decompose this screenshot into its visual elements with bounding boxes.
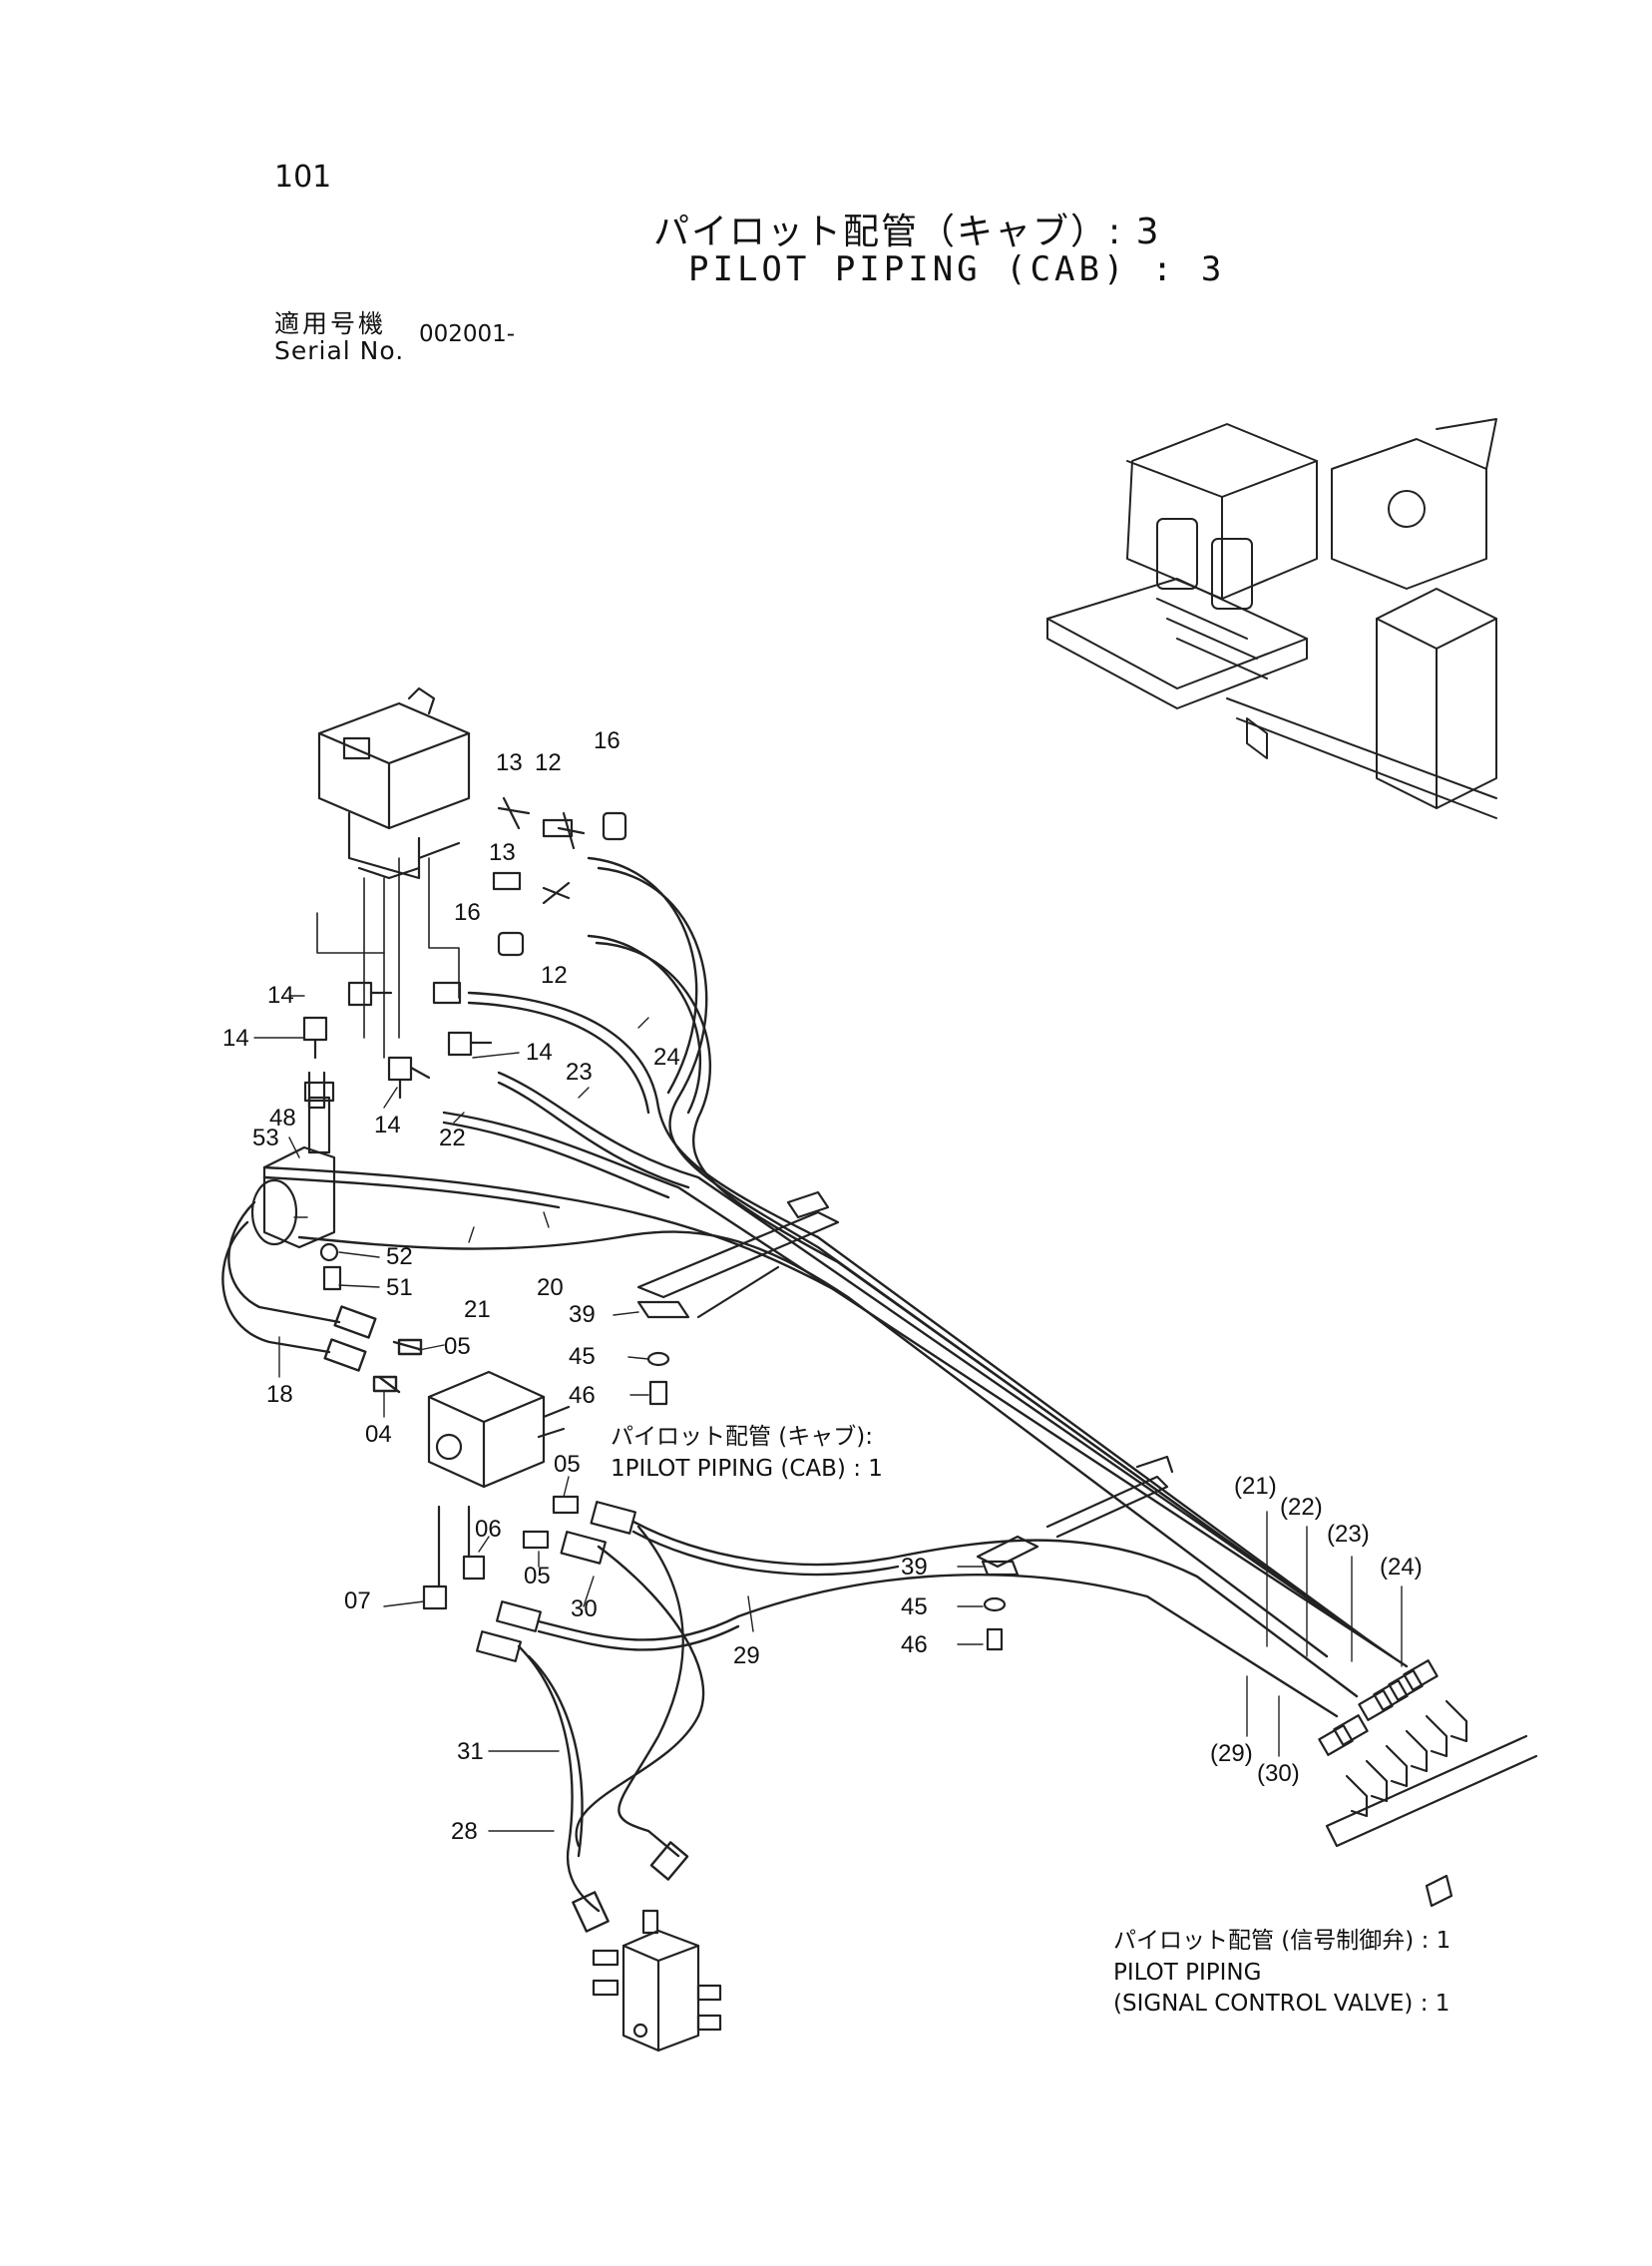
bolts-washers (636, 1300, 1020, 1651)
callout-29: 29 (733, 1642, 760, 1669)
upper-fittings (302, 796, 627, 1110)
hose-lower (517, 1520, 1359, 1933)
callout-46-lower: 46 (901, 1631, 928, 1658)
callout-18: 18 (266, 1381, 293, 1408)
callout-39-lower: 39 (901, 1554, 928, 1581)
callout-20: 20 (537, 1274, 564, 1301)
callout-22: 22 (439, 1125, 466, 1151)
callout-13-mid: 13 (489, 839, 516, 866)
callout-14-a: 14 (267, 982, 294, 1009)
callout-13-top: 13 (496, 749, 523, 776)
hose-bundle-main (262, 856, 1409, 1668)
callout-51: 51 (386, 1274, 413, 1301)
serial-value: 002001- (419, 321, 516, 347)
callout-12-top: 12 (535, 749, 562, 776)
note-signal-en2: (SIGNAL CONTROL VALVE) : 1 (1113, 1991, 1450, 2017)
right-end-fittings (1318, 1659, 1468, 1818)
hose-clamp (250, 1081, 342, 1291)
callout-21-ref: (21) (1234, 1473, 1277, 1500)
cab-location-inset (1046, 418, 1497, 819)
callout-23: 23 (566, 1059, 593, 1086)
callout-04: 04 (365, 1421, 392, 1448)
note-cab1-en: 1PILOT PIPING (CAB) : 1 (611, 1456, 883, 1482)
callout-24: 24 (653, 1044, 680, 1071)
signal-control-valve (592, 1909, 722, 2052)
callout-leaders (253, 995, 1403, 1832)
callout-46-upper: 46 (569, 1382, 596, 1409)
callout-45-lower: 45 (901, 1593, 928, 1620)
callout-45-upper: 45 (569, 1343, 596, 1370)
callout-14-d: 14 (374, 1112, 401, 1138)
callout-16-mid: 16 (454, 899, 481, 926)
callout-30: 30 (571, 1595, 598, 1622)
callout-31: 31 (457, 1738, 484, 1765)
page-number: 101 (274, 160, 332, 195)
pilot-valve-middle (422, 1370, 637, 1662)
note-cab1-jp: パイロット配管 (キャブ): (611, 1424, 874, 1450)
callout-23-ref: (23) (1327, 1521, 1370, 1548)
callout-07: 07 (344, 1587, 371, 1614)
callout-28: 28 (451, 1818, 478, 1845)
serial-label-en: Serial No. (274, 336, 405, 365)
callout-labels: 16 13 12 13 16 12 14 14 24 23 14 14 22 4… (222, 727, 1423, 1845)
callout-48: 48 (269, 1105, 296, 1132)
callout-21: 21 (464, 1296, 491, 1323)
callout-39-upper: 39 (569, 1301, 596, 1328)
title-japanese: パイロット配管（キャブ）: 3 (653, 212, 1161, 252)
pilot-valve-upper (317, 686, 471, 880)
callout-05-a: 05 (444, 1333, 471, 1360)
callout-52: 52 (386, 1243, 413, 1270)
callout-22-ref: (22) (1280, 1494, 1323, 1521)
callout-14-b: 14 (222, 1025, 249, 1052)
note-signal-en1: PILOT PIPING (1113, 1960, 1262, 1986)
callout-05-b: 05 (554, 1451, 581, 1478)
title-english: PILOT PIPING (CAB) : 3 (688, 249, 1226, 289)
valve-leaders (316, 857, 460, 1059)
serial-label-jp: 適用号機 (274, 309, 387, 338)
callout-06: 06 (475, 1516, 502, 1543)
callout-14-c: 14 (526, 1039, 553, 1066)
callout-12-mid: 12 (541, 962, 568, 989)
callout-16-top: 16 (594, 727, 620, 754)
hose-loop-left (221, 1200, 423, 1394)
callout-29-ref: (29) (1210, 1740, 1253, 1767)
callout-24-ref: (24) (1380, 1554, 1423, 1581)
note-signal-jp: パイロット配管 (信号制御弁) : 1 (1113, 1928, 1451, 1954)
callout-05-c: 05 (524, 1563, 551, 1589)
callout-53: 53 (252, 1125, 279, 1151)
callout-30-ref: (30) (1257, 1760, 1300, 1787)
mounting-rails (636, 1190, 1538, 1908)
